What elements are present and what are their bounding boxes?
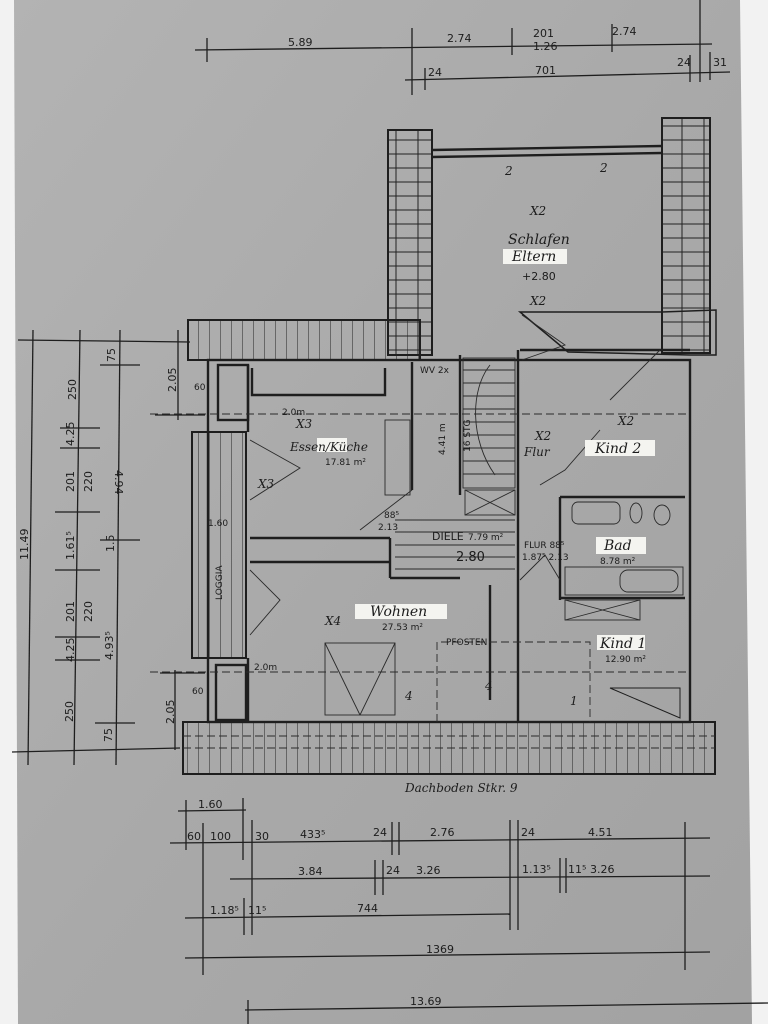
dim-label: WV 2x: [420, 366, 450, 376]
dim-label: 701: [535, 64, 556, 77]
dim-label: 31: [713, 56, 727, 69]
room-area: 17.81 m²: [325, 458, 366, 468]
dim-label: 11⁵: [568, 863, 586, 876]
dim-label: 1.18⁵: [210, 904, 239, 917]
room-label-kind1: Kind 1: [599, 636, 646, 652]
room-label-flur-hand: Flur: [523, 445, 551, 459]
plan-title: Dachboden Stkr. 9: [404, 781, 518, 795]
annotation: X3: [295, 417, 313, 431]
annotation: X4: [324, 614, 341, 628]
annotation: 1: [570, 694, 578, 708]
annotation: 4: [484, 679, 493, 693]
annotation: 4: [404, 689, 413, 703]
room-label-wohnen: Wohnen: [370, 604, 427, 620]
dim-label: 5.89: [288, 36, 313, 49]
dim-label: 11⁵: [248, 904, 266, 917]
room-label-eltern: Eltern: [511, 249, 556, 265]
room-dims: 1.87⁵ 2.13: [522, 553, 569, 563]
room-label-essen-kueche: Essen/Küche: [289, 440, 368, 454]
dim-label: 220: [82, 601, 95, 622]
dim-label: 2.05: [166, 368, 179, 393]
dim-label: 3.26: [590, 863, 615, 876]
dim-label: 4.93⁵: [103, 631, 116, 660]
left-dimensions: 11.49 250 4.25 201 220 1.61⁵ 201 220 4.2…: [11, 329, 205, 766]
dim-label: 1.61⁵: [64, 531, 77, 560]
dim-label: 4.51: [588, 826, 613, 839]
dim-label: 2.74: [612, 25, 637, 38]
dim-label: 75: [105, 348, 118, 362]
dim-label: 1.26: [533, 40, 558, 53]
room-label-diele: DIELE: [432, 530, 464, 543]
room-height: 2.80: [456, 550, 485, 565]
dim-label: 88⁵: [384, 511, 399, 521]
dim-label: 60: [194, 383, 206, 393]
dim-label: 30: [255, 830, 269, 843]
dim-label: 2.76: [430, 826, 455, 839]
room-area: 12.90 m²: [605, 655, 646, 665]
dim-label: 2.05: [164, 700, 177, 725]
dim-label: 2.74: [447, 32, 472, 45]
annotation: 2: [504, 164, 513, 178]
annotation: X3: [257, 477, 275, 491]
dim-label: 24: [373, 826, 387, 839]
dim-label: 1369: [426, 943, 454, 956]
dim-label: 1.13⁵: [522, 863, 551, 876]
dim-label: 3.84: [298, 865, 323, 878]
dim-label: 100: [210, 830, 231, 843]
annotation: 2: [599, 161, 608, 175]
label-pfosten: PFOSTEN: [446, 638, 487, 648]
dim-label: 2.0m: [282, 408, 305, 418]
annotation: X2: [529, 294, 546, 308]
dim-label: 1.5: [104, 535, 117, 553]
dim-label: 744: [357, 902, 378, 915]
dim-label: 220: [82, 471, 95, 492]
dim-label: 24: [428, 66, 442, 79]
dim-label: 433⁵: [300, 828, 325, 841]
dim-label: 250: [66, 379, 79, 400]
dim-label: 1.60: [198, 798, 223, 811]
dim-label: 11.49: [18, 529, 31, 561]
room-area: 7.79 m²: [468, 533, 504, 543]
room-label-flur: FLUR 88⁵: [524, 541, 565, 551]
dim-label: 2.0m: [254, 663, 277, 673]
dim-label: 13.69: [410, 995, 442, 1008]
dim-label: 60: [187, 830, 201, 843]
dim-label: 16 STG: [463, 419, 473, 452]
dim-label: 24: [677, 56, 691, 69]
room-area: 27.53 m²: [382, 623, 423, 633]
bottom-dimensions: 1.60 60 100 30 433⁵ 24 2.76 24 4.51 3.84…: [169, 798, 768, 1024]
room-labels: Schlafen Eltern +2.80 Essen/Küche 17.81 …: [208, 232, 655, 665]
dim-label: 201: [64, 601, 77, 622]
dim-label: 24: [386, 864, 400, 877]
dim-label: 24: [521, 826, 535, 839]
dim-label: 4.25: [64, 422, 77, 447]
dim-label: 2.13: [378, 523, 398, 533]
dim-label: 60: [192, 687, 204, 697]
dim-label: 4.25: [64, 638, 77, 663]
dim-label: 1.60: [208, 519, 228, 529]
dim-label: 201: [533, 27, 554, 40]
room-label-schlafen: Schlafen: [508, 232, 570, 248]
plan-annotations: 60 60 2.0m 2.0m 88⁵ 2.13 4.41 m 16 STG W…: [192, 161, 634, 708]
room-label-bad: Bad: [603, 538, 632, 554]
annotation: X2: [617, 414, 634, 428]
dim-label: 4.94: [112, 470, 125, 495]
dim-label: 3.26: [416, 864, 441, 877]
room-height: +2.80: [522, 270, 556, 283]
dim-label: 75: [102, 728, 115, 742]
room-label-loggia: LOGGIA: [215, 565, 225, 600]
annotation: X2: [534, 429, 551, 443]
dim-label: 201: [64, 471, 77, 492]
dim-label: 4.41 m: [438, 423, 448, 455]
room-label-kind2: Kind 2: [594, 441, 641, 457]
dim-label: 250: [63, 701, 76, 722]
room-area: 8.78 m²: [600, 557, 636, 567]
annotation: X2: [529, 204, 546, 218]
building-walls: [150, 117, 717, 775]
top-dimensions: 5.89 2.74 201 1.26 2.74 24 701 24 31: [194, 0, 731, 95]
